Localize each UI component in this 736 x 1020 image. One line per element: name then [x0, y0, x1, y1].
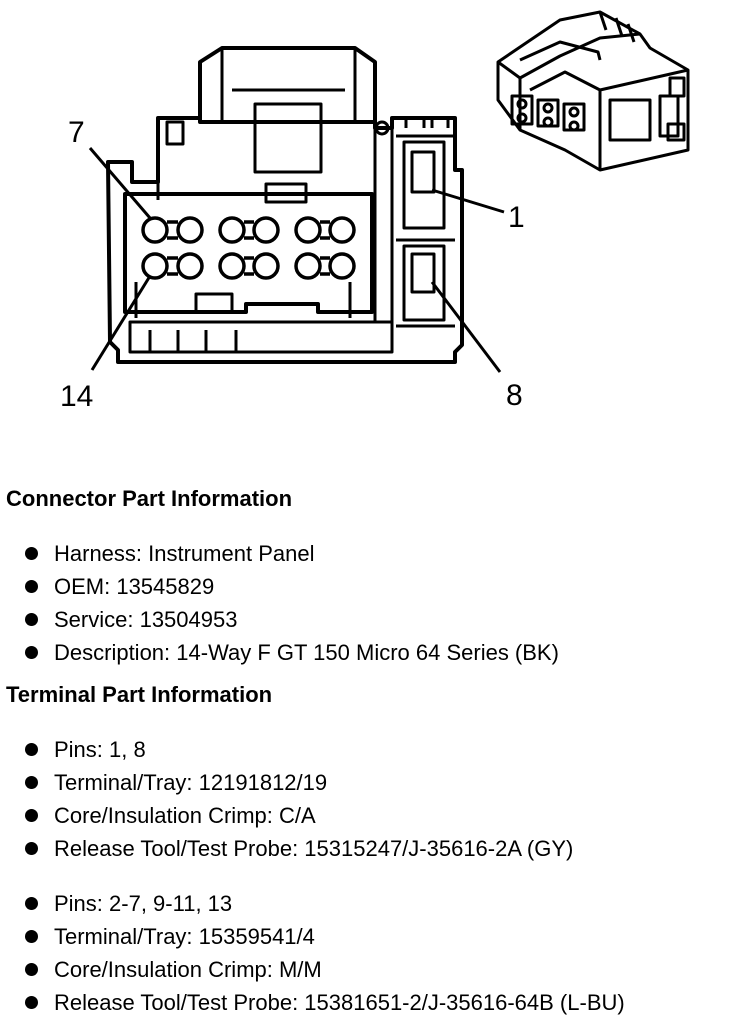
bullet-icon	[25, 897, 38, 910]
bullet-icon	[25, 646, 38, 659]
list-item: Release Tool/Test Probe: 15381651-2/J-35…	[0, 986, 625, 1019]
terminal-info-title: Terminal Part Information	[6, 682, 273, 707]
callout-pin-8: 8	[506, 379, 523, 412]
bullet-icon	[25, 776, 38, 789]
list-item-text: Description: 14-Way F GT 150 Micro 64 Se…	[54, 640, 559, 665]
connector-info-title: Connector Part Information	[6, 486, 293, 511]
callout-leaders	[88, 147, 505, 373]
cavity-block	[123, 192, 374, 314]
connector-isometric-view	[496, 10, 690, 172]
bullet-icon	[25, 996, 38, 1009]
leader-pin-1	[431, 188, 505, 214]
terminal-cavities	[141, 216, 356, 280]
list-item-text: Harness: Instrument Panel	[54, 541, 315, 566]
list-item: Core/Insulation Crimp: C/A	[0, 799, 573, 832]
callout-pin-1: 1	[508, 201, 525, 234]
bullet-icon	[25, 842, 38, 855]
list-item-text: Core/Insulation Crimp: C/A	[54, 803, 316, 828]
callout-pin-14: 14	[60, 380, 94, 413]
list-item: Description: 14-Way F GT 150 Micro 64 Se…	[0, 636, 559, 669]
leader-pin-8	[430, 281, 502, 373]
callout-pin-7: 7	[68, 116, 85, 149]
list-item: Core/Insulation Crimp: M/M	[0, 953, 625, 986]
list-item: Terminal/Tray: 15359541/4	[0, 920, 625, 953]
connector-housing-outline	[106, 116, 464, 364]
list-item-text: Pins: 1, 8	[54, 737, 146, 762]
bullet-icon	[25, 930, 38, 943]
list-item-text: Pins: 2-7, 9-11, 13	[54, 891, 233, 916]
list-item: Harness: Instrument Panel	[0, 537, 559, 570]
terminal-group-2-list: Pins: 2-7, 9-11, 13 Terminal/Tray: 15359…	[0, 887, 625, 1019]
list-item: OEM: 13545829	[0, 570, 559, 603]
bullet-icon	[25, 963, 38, 976]
terminal-group-1-list: Pins: 1, 8 Terminal/Tray: 12191812/19 Co…	[0, 733, 573, 865]
bullet-icon	[25, 809, 38, 822]
list-item: Terminal/Tray: 12191812/19	[0, 766, 573, 799]
list-item-text: Release Tool/Test Probe: 15381651-2/J-35…	[54, 990, 625, 1015]
list-item: Pins: 1, 8	[0, 733, 573, 766]
list-item-text: Terminal/Tray: 15359541/4	[54, 924, 315, 949]
connector-latch	[198, 46, 377, 128]
list-item-text: OEM: 13545829	[54, 574, 215, 599]
list-item: Pins: 2-7, 9-11, 13	[0, 887, 625, 920]
leader-pin-14	[90, 275, 152, 371]
list-item: Service: 13504953	[0, 603, 559, 636]
bullet-icon	[25, 580, 38, 593]
connector-diagram	[88, 10, 690, 373]
list-item-text: Release Tool/Test Probe: 15315247/J-3561…	[54, 836, 574, 861]
bullet-icon	[25, 613, 38, 626]
bullet-icon	[25, 547, 38, 560]
list-item: Release Tool/Test Probe: 15315247/J-3561…	[0, 832, 573, 865]
list-item-text: Terminal/Tray: 12191812/19	[54, 770, 328, 795]
leader-pin-7	[88, 147, 152, 219]
connector-info-list: Harness: Instrument Panel OEM: 13545829 …	[0, 537, 559, 669]
list-item-text: Core/Insulation Crimp: M/M	[54, 957, 322, 982]
bullet-icon	[25, 743, 38, 756]
list-item-text: Service: 13504953	[54, 607, 238, 632]
